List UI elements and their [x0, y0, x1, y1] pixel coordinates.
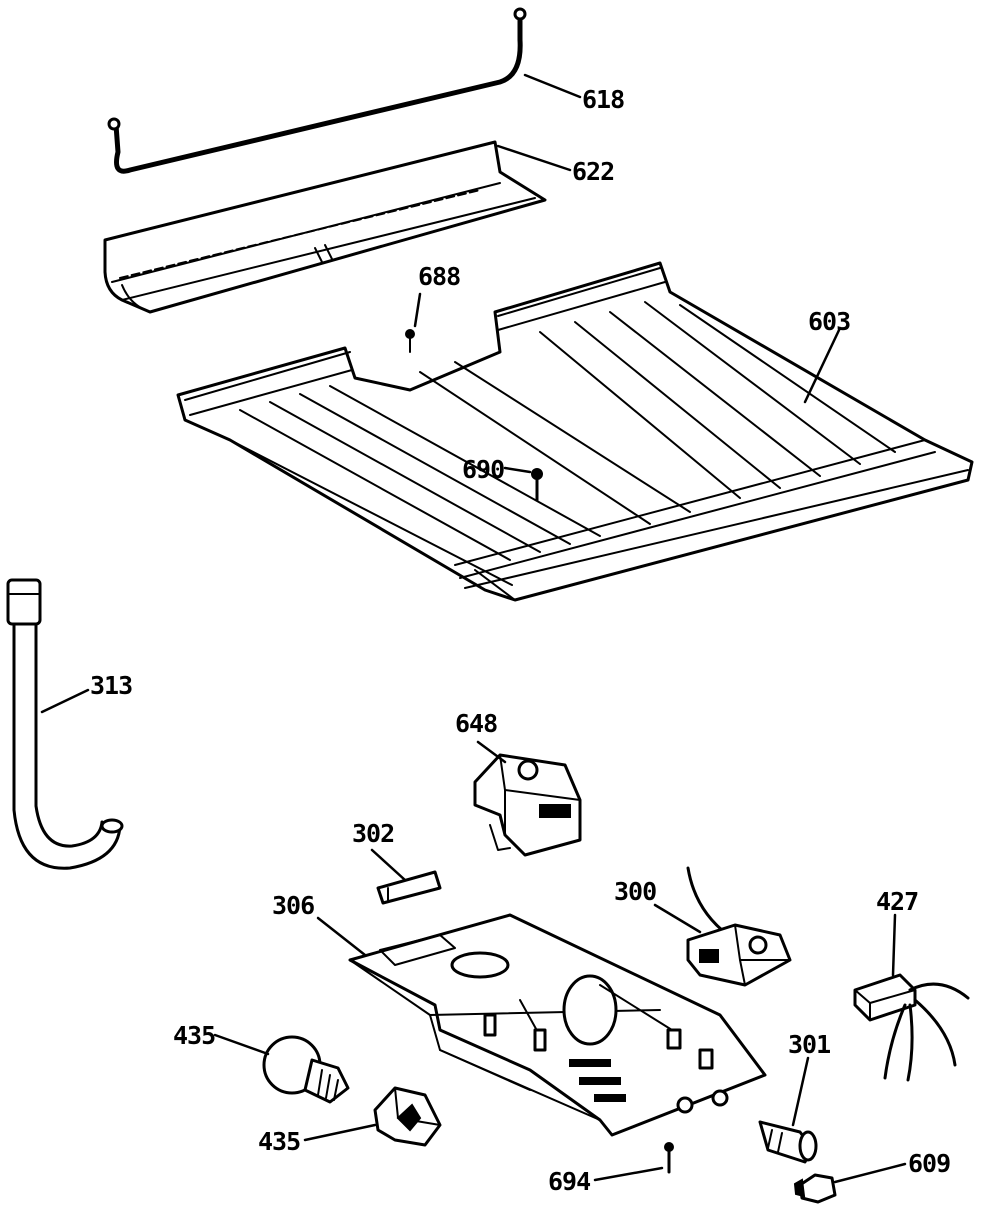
leader-435-upper — [213, 1033, 270, 1056]
label-622: 622 — [572, 157, 614, 186]
label-306: 306 — [272, 891, 314, 920]
leader-301 — [791, 1056, 810, 1127]
leader-302 — [370, 848, 407, 882]
label-648: 648 — [455, 709, 497, 738]
label-302: 302 — [352, 819, 394, 848]
leader-306 — [316, 916, 367, 957]
part-688-screw: 688 — [405, 262, 461, 353]
leader-427 — [891, 913, 897, 977]
leader-622 — [496, 144, 572, 172]
part-609-button: 609 — [793, 1149, 951, 1204]
leader-688 — [413, 292, 422, 328]
label-690: 690 — [462, 455, 504, 484]
housing-vents — [569, 1059, 626, 1102]
part-300-switch: 300 — [614, 866, 792, 987]
tray-ribs — [239, 301, 896, 561]
leader-694 — [593, 1166, 664, 1182]
label-313: 313 — [90, 671, 132, 700]
part-427-wire-connector: 427 — [853, 887, 970, 1082]
part-622-heater-shield: 622 — [103, 140, 615, 314]
label-300: 300 — [614, 877, 656, 906]
label-609: 609 — [908, 1149, 950, 1178]
label-694: 694 — [548, 1167, 590, 1196]
part-618-heater-rod: 618 — [107, 7, 625, 174]
label-603: 603 — [808, 307, 850, 336]
label-435-upper: 435 — [173, 1021, 215, 1050]
part-648-control-block: 648 — [455, 709, 582, 857]
leader-603 — [803, 326, 842, 404]
leader-609 — [833, 1162, 907, 1184]
label-688: 688 — [418, 262, 460, 291]
part-306-light-housing: 306 — [272, 891, 767, 1137]
part-690-screw: 690 — [462, 455, 543, 502]
label-618: 618 — [582, 85, 624, 114]
leader-690 — [503, 466, 532, 474]
leader-618 — [523, 73, 582, 99]
leader-313 — [40, 688, 90, 714]
part-302-pin: 302 — [352, 819, 442, 905]
part-603-shelf-tray: 603 — [176, 261, 974, 602]
label-435-lower: 435 — [258, 1127, 300, 1156]
leader-648 — [476, 740, 507, 764]
part-694-screw: 694 — [548, 1142, 674, 1196]
label-427: 427 — [876, 887, 918, 916]
part-435-lamp-socket: 435 — [258, 1086, 442, 1156]
leader-300 — [653, 903, 702, 934]
leader-435-lower — [303, 1123, 377, 1142]
part-435-light-bulb: 435 — [173, 1021, 350, 1104]
part-313-drain-tube: 313 — [6, 578, 133, 870]
part-301-plunger: 301 — [758, 1030, 831, 1164]
label-301: 301 — [788, 1030, 830, 1059]
